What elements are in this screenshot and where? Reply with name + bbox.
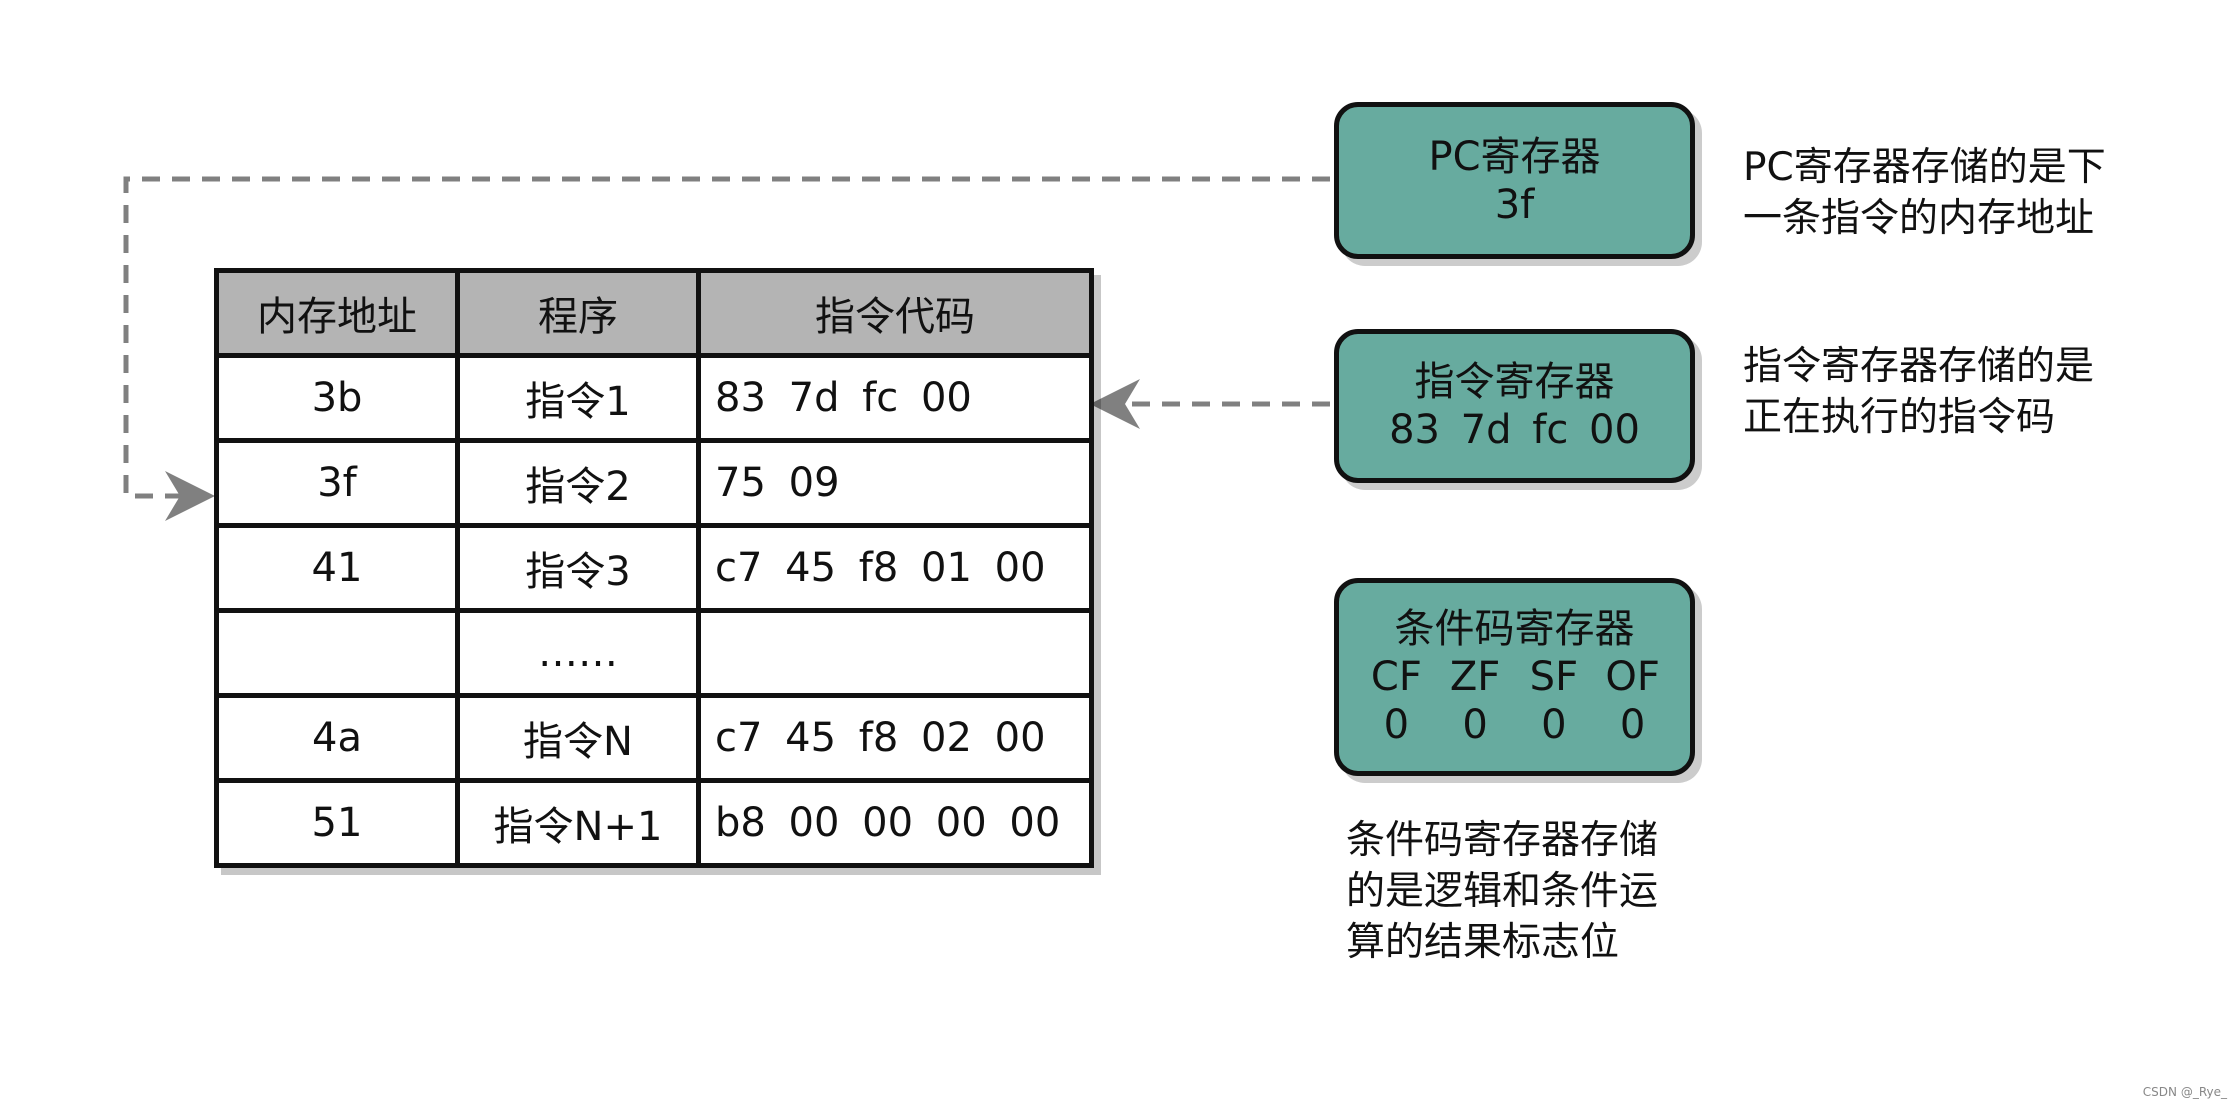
pc-register-note: PC寄存器存储的是下 一条指令的内存地址 [1743,145,2106,241]
table-row: …… [214,608,1094,698]
flag-value: 0 [1462,702,1488,748]
table-row: 51 指令N+1 b8 00 00 00 00 [214,778,1094,868]
pc-register-value: 3f [1494,181,1535,228]
watermark: CSDN @_Rye_ [2142,1085,2227,1099]
flag-value: 0 [1541,702,1567,748]
pc-register-box: PC寄存器 3f [1334,102,1695,259]
flag-names-row: CF ZF SF OF [1339,653,1690,701]
cell-address: 41 [214,523,460,613]
flag-name: OF [1605,654,1660,700]
table-row: 4a 指令N c7 45 f8 02 00 [214,693,1094,783]
cell-address: 3b [214,353,460,443]
cell-code: 75 09 [696,438,1094,528]
table-header-row: 内存地址 程序 指令代码 [214,268,1094,358]
cell-program: 指令1 [455,353,701,443]
flag-name: CF [1370,654,1422,700]
condition-code-register-title: 条件码寄存器 [1394,606,1635,652]
cell-address: 51 [214,778,460,868]
cell-program: 指令3 [455,523,701,613]
header-address: 内存地址 [214,268,460,358]
flag-name: ZF [1449,654,1501,700]
cell-program: …… [455,608,701,698]
cell-code: 83 7d fc 00 [696,353,1094,443]
pc-to-address-arrow [123,176,1330,521]
instruction-register-title: 指令寄存器 [1414,359,1615,405]
cell-program: 指令N [455,693,701,783]
cell-code: c7 45 f8 01 00 [696,523,1094,613]
table-row: 3f 指令2 75 09 [214,438,1094,528]
cell-address: 4a [214,693,460,783]
flag-value: 0 [1619,702,1646,748]
cell-program: 指令N+1 [455,778,701,868]
flag-name: SF [1529,654,1579,700]
condition-code-register-note: 条件码寄存器存储 的是逻辑和条件运 算的结果标志位 [1346,818,1659,965]
flag-values-row: 0 0 0 0 [1339,701,1690,749]
cell-program: 指令2 [455,438,701,528]
cell-address [214,608,460,698]
condition-code-register-box: 条件码寄存器 CF ZF SF OF 0 0 0 0 [1334,578,1695,776]
cell-code [696,608,1094,698]
header-instruction-code: 指令代码 [696,268,1094,358]
instruction-register-note: 指令寄存器存储的是 正在执行的指令码 [1743,344,2095,440]
table-row: 3b 指令1 83 7d fc 00 [214,353,1094,443]
memory-table: 内存地址 程序 指令代码 3b 指令1 83 7d fc 00 3f 指令2 7… [214,268,1094,868]
cell-address: 3f [214,438,460,528]
cell-code: c7 45 f8 02 00 [696,693,1094,783]
header-program: 程序 [455,268,701,358]
table-row: 41 指令3 c7 45 f8 01 00 [214,523,1094,613]
pc-register-title: PC寄存器 [1428,133,1601,180]
instruction-register-value: 83 7d fc 00 [1389,407,1640,453]
flag-value: 0 [1383,702,1410,748]
instruction-register-box: 指令寄存器 83 7d fc 00 [1334,329,1695,483]
cell-code: b8 00 00 00 00 [696,778,1094,868]
